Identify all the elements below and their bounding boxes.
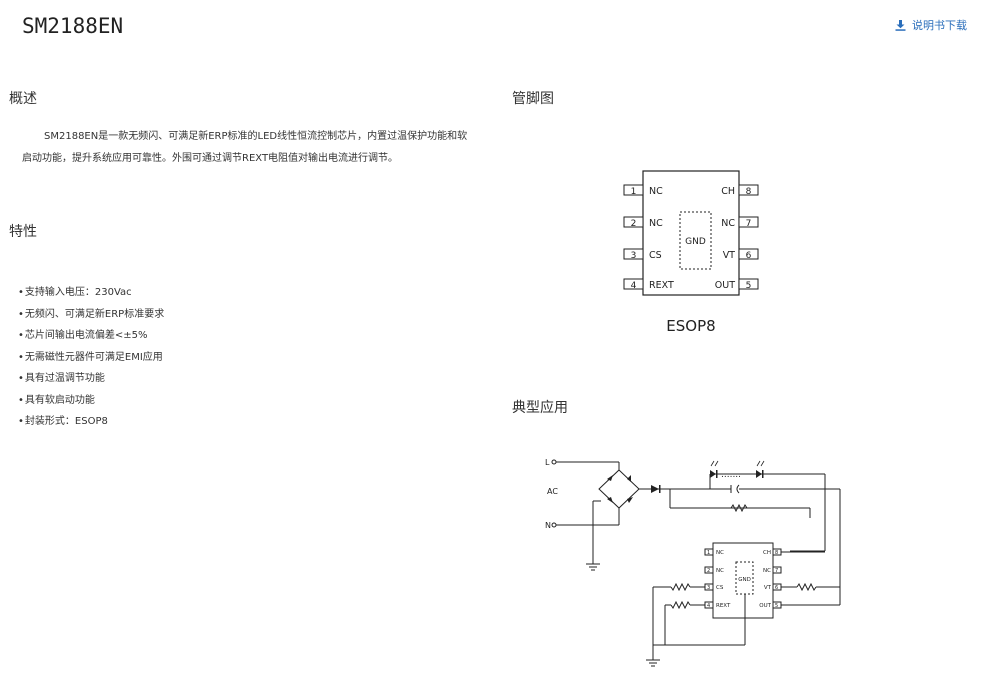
list-item: 具有过温调节功能 bbox=[18, 368, 164, 390]
pin-name: CS bbox=[649, 250, 662, 261]
pin-number: 5 bbox=[746, 281, 752, 291]
pin-number: 2 bbox=[631, 219, 637, 229]
features-heading: 特性 bbox=[9, 224, 37, 240]
chip-pin-number: 3 bbox=[707, 585, 710, 591]
typical-application-circuit: ....... L AC N 1 2 3 4 8 7 6 5 NC NC CS … bbox=[545, 458, 841, 667]
overview-heading: 概述 bbox=[9, 91, 37, 107]
chip-pin-number: 7 bbox=[775, 568, 778, 574]
page-title: SM2188EN bbox=[22, 14, 124, 38]
pinout-heading: 管脚图 bbox=[512, 91, 554, 107]
pin-number: 3 bbox=[631, 251, 637, 261]
pin-number: 7 bbox=[746, 219, 752, 229]
chip-pin-name: NC bbox=[763, 568, 771, 574]
pin-number: 8 bbox=[746, 187, 752, 197]
list-item: 具有软启动功能 bbox=[18, 390, 164, 412]
pin-name: NC bbox=[649, 186, 663, 197]
manual-download-link[interactable]: 说明书下载 bbox=[895, 17, 967, 33]
label-ac: AC bbox=[547, 487, 558, 496]
label-n: N bbox=[545, 521, 551, 530]
chip-pin-name: REXT bbox=[716, 603, 731, 609]
esop8-pinout-diagram: GND 1 2 3 4 NC NC CS REXT 8 7 6 5 CH NC … bbox=[623, 170, 759, 335]
chip-pin-name: NC bbox=[716, 568, 724, 574]
download-label: 说明书下载 bbox=[912, 19, 967, 32]
pin-number: 6 bbox=[746, 251, 752, 261]
pin-name: CH bbox=[721, 186, 735, 197]
pin-name: NC bbox=[721, 218, 735, 229]
pin-number: 1 bbox=[631, 187, 637, 197]
chip-pin-number: 2 bbox=[707, 568, 710, 574]
led-string-dots: ....... bbox=[721, 470, 741, 480]
pin-number: 4 bbox=[631, 281, 637, 291]
pin-name: NC bbox=[649, 218, 663, 229]
chip-gnd-label: GND bbox=[738, 577, 751, 583]
features-list: 支持输入电压：230Vac 无频闪、可满足新ERP标准要求 芯片间输出电流偏差<… bbox=[18, 282, 164, 433]
chip-pin-name: OUT bbox=[759, 603, 771, 609]
label-l: L bbox=[545, 458, 550, 467]
application-heading: 典型应用 bbox=[512, 400, 568, 416]
pin-gnd-label: GND bbox=[685, 237, 706, 247]
overview-text: SM2188EN是一款无频闪、可满足新ERP标准的LED线性恒流控制芯片，内置过… bbox=[22, 131, 468, 164]
pin-name: OUT bbox=[715, 280, 735, 291]
chip-pin-number: 5 bbox=[775, 603, 778, 609]
list-item: 无需磁性元器件可满足EMI应用 bbox=[18, 347, 164, 369]
chip-pin-name: CH bbox=[763, 550, 771, 556]
chip-pin-number: 6 bbox=[775, 585, 778, 591]
chip-pin-name: NC bbox=[716, 550, 724, 556]
package-label: ESOP8 bbox=[666, 317, 715, 335]
list-item: 封装形式：ESOP8 bbox=[18, 411, 164, 433]
chip-pin-name: VT bbox=[764, 585, 772, 591]
list-item: 无频闪、可满足新ERP标准要求 bbox=[18, 304, 164, 326]
pin-name: VT bbox=[723, 250, 735, 261]
download-icon bbox=[895, 19, 906, 31]
list-item: 芯片间输出电流偏差<±5% bbox=[18, 325, 164, 347]
list-item: 支持输入电压：230Vac bbox=[18, 282, 164, 304]
chip-pin-number: 8 bbox=[775, 550, 778, 556]
chip-pin-number: 1 bbox=[707, 550, 710, 556]
chip-pin-number: 4 bbox=[707, 603, 710, 609]
pin-name: REXT bbox=[649, 280, 674, 291]
chip-pin-name: CS bbox=[716, 585, 724, 591]
